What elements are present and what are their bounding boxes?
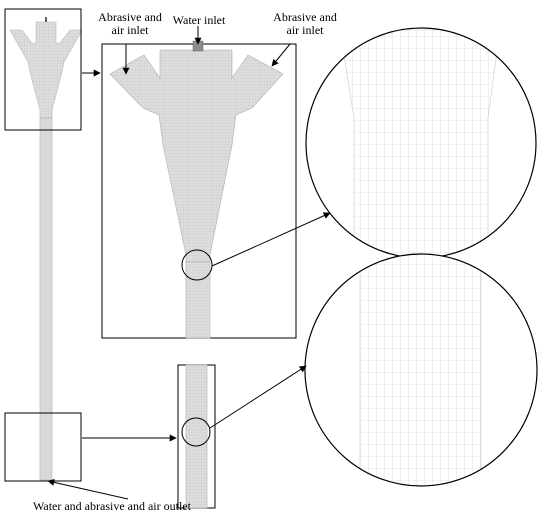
label-line: air inlet	[286, 23, 324, 37]
zoom-circle-top	[181, 249, 213, 281]
zoom-detail-tube	[304, 253, 538, 487]
arrow-icon	[211, 212, 331, 267]
full-nozzle-mesh	[9, 17, 83, 481]
bottom-region-frame	[4, 412, 82, 482]
abrasive-air-inlet-left-label: Abrasive and air inlet	[92, 11, 168, 37]
zoom-circle-bottom	[181, 417, 211, 447]
label-line: Abrasive and	[98, 10, 162, 24]
enlarged-nozzle-mesh	[109, 40, 284, 339]
top-region-frame	[4, 8, 82, 131]
enlarged-tube-mesh	[185, 364, 208, 509]
outlet-label: Water and abrasive and air outlet	[33, 499, 191, 513]
label-line: air inlet	[111, 23, 149, 37]
water-inlet-label: Water inlet	[172, 13, 226, 27]
arrow-icon	[271, 43, 291, 67]
arrow-icon	[47, 478, 129, 500]
zoom-detail-contraction	[305, 27, 537, 259]
arrow-icon	[209, 365, 307, 429]
abrasive-air-inlet-right-label: Abrasive and air inlet	[266, 11, 344, 37]
label-line: Abrasive and	[273, 10, 337, 24]
